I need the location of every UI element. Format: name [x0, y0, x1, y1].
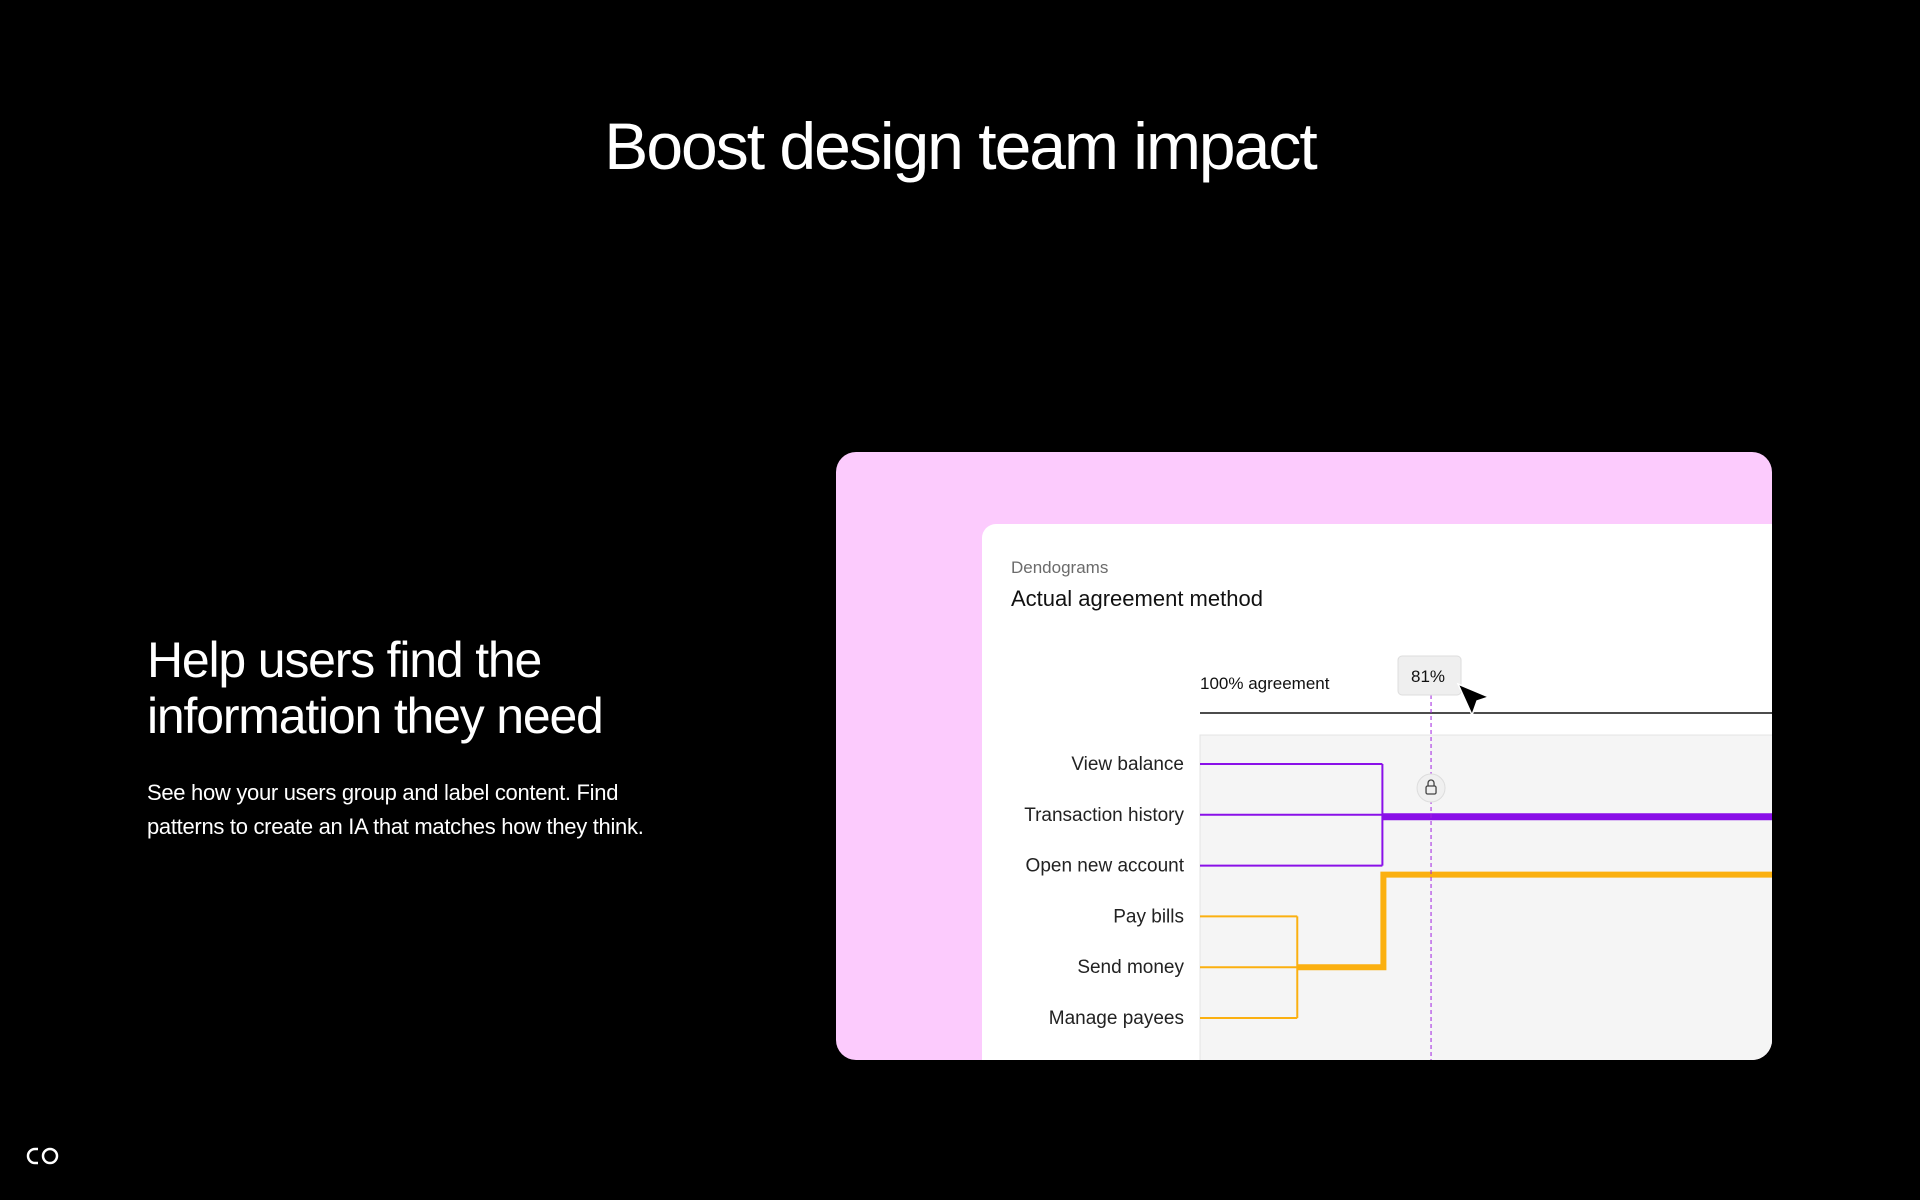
lock-icon-body — [1425, 785, 1437, 795]
leaf-label: Open new account — [1026, 856, 1185, 877]
axis-label: 100% agreement — [1200, 674, 1330, 693]
leaf-label: Manage payees — [1049, 1008, 1184, 1029]
panel-title: Actual agreement method — [1011, 586, 1263, 611]
leaf-label: Transaction history — [1024, 805, 1184, 826]
plot-area — [1199, 734, 1772, 1060]
leaf-label: Pay bills — [1113, 906, 1184, 927]
panel-kicker: Dendograms — [1011, 558, 1109, 577]
lock-icon-shackle — [1427, 779, 1435, 786]
feature-description: See how your users group and label conte… — [147, 780, 644, 839]
agreement-value-tooltip — [1397, 655, 1462, 696]
hero-title: Boost design team impact — [604, 109, 1317, 183]
feature-preview-card: Dendograms Actual agreement method 100% … — [836, 452, 1772, 1060]
leaf-label: View balance — [1071, 754, 1184, 775]
cluster-trunk — [1297, 871, 1772, 971]
leaf-label: Send money — [1077, 957, 1184, 978]
feature-heading: Help users find the information they nee… — [147, 632, 604, 744]
brand-logo-icon[interactable] — [26, 1146, 62, 1166]
cursor-pointer-icon — [1456, 682, 1492, 718]
lock-icon — [1416, 773, 1446, 803]
agreement-value: 81% — [1411, 667, 1445, 686]
